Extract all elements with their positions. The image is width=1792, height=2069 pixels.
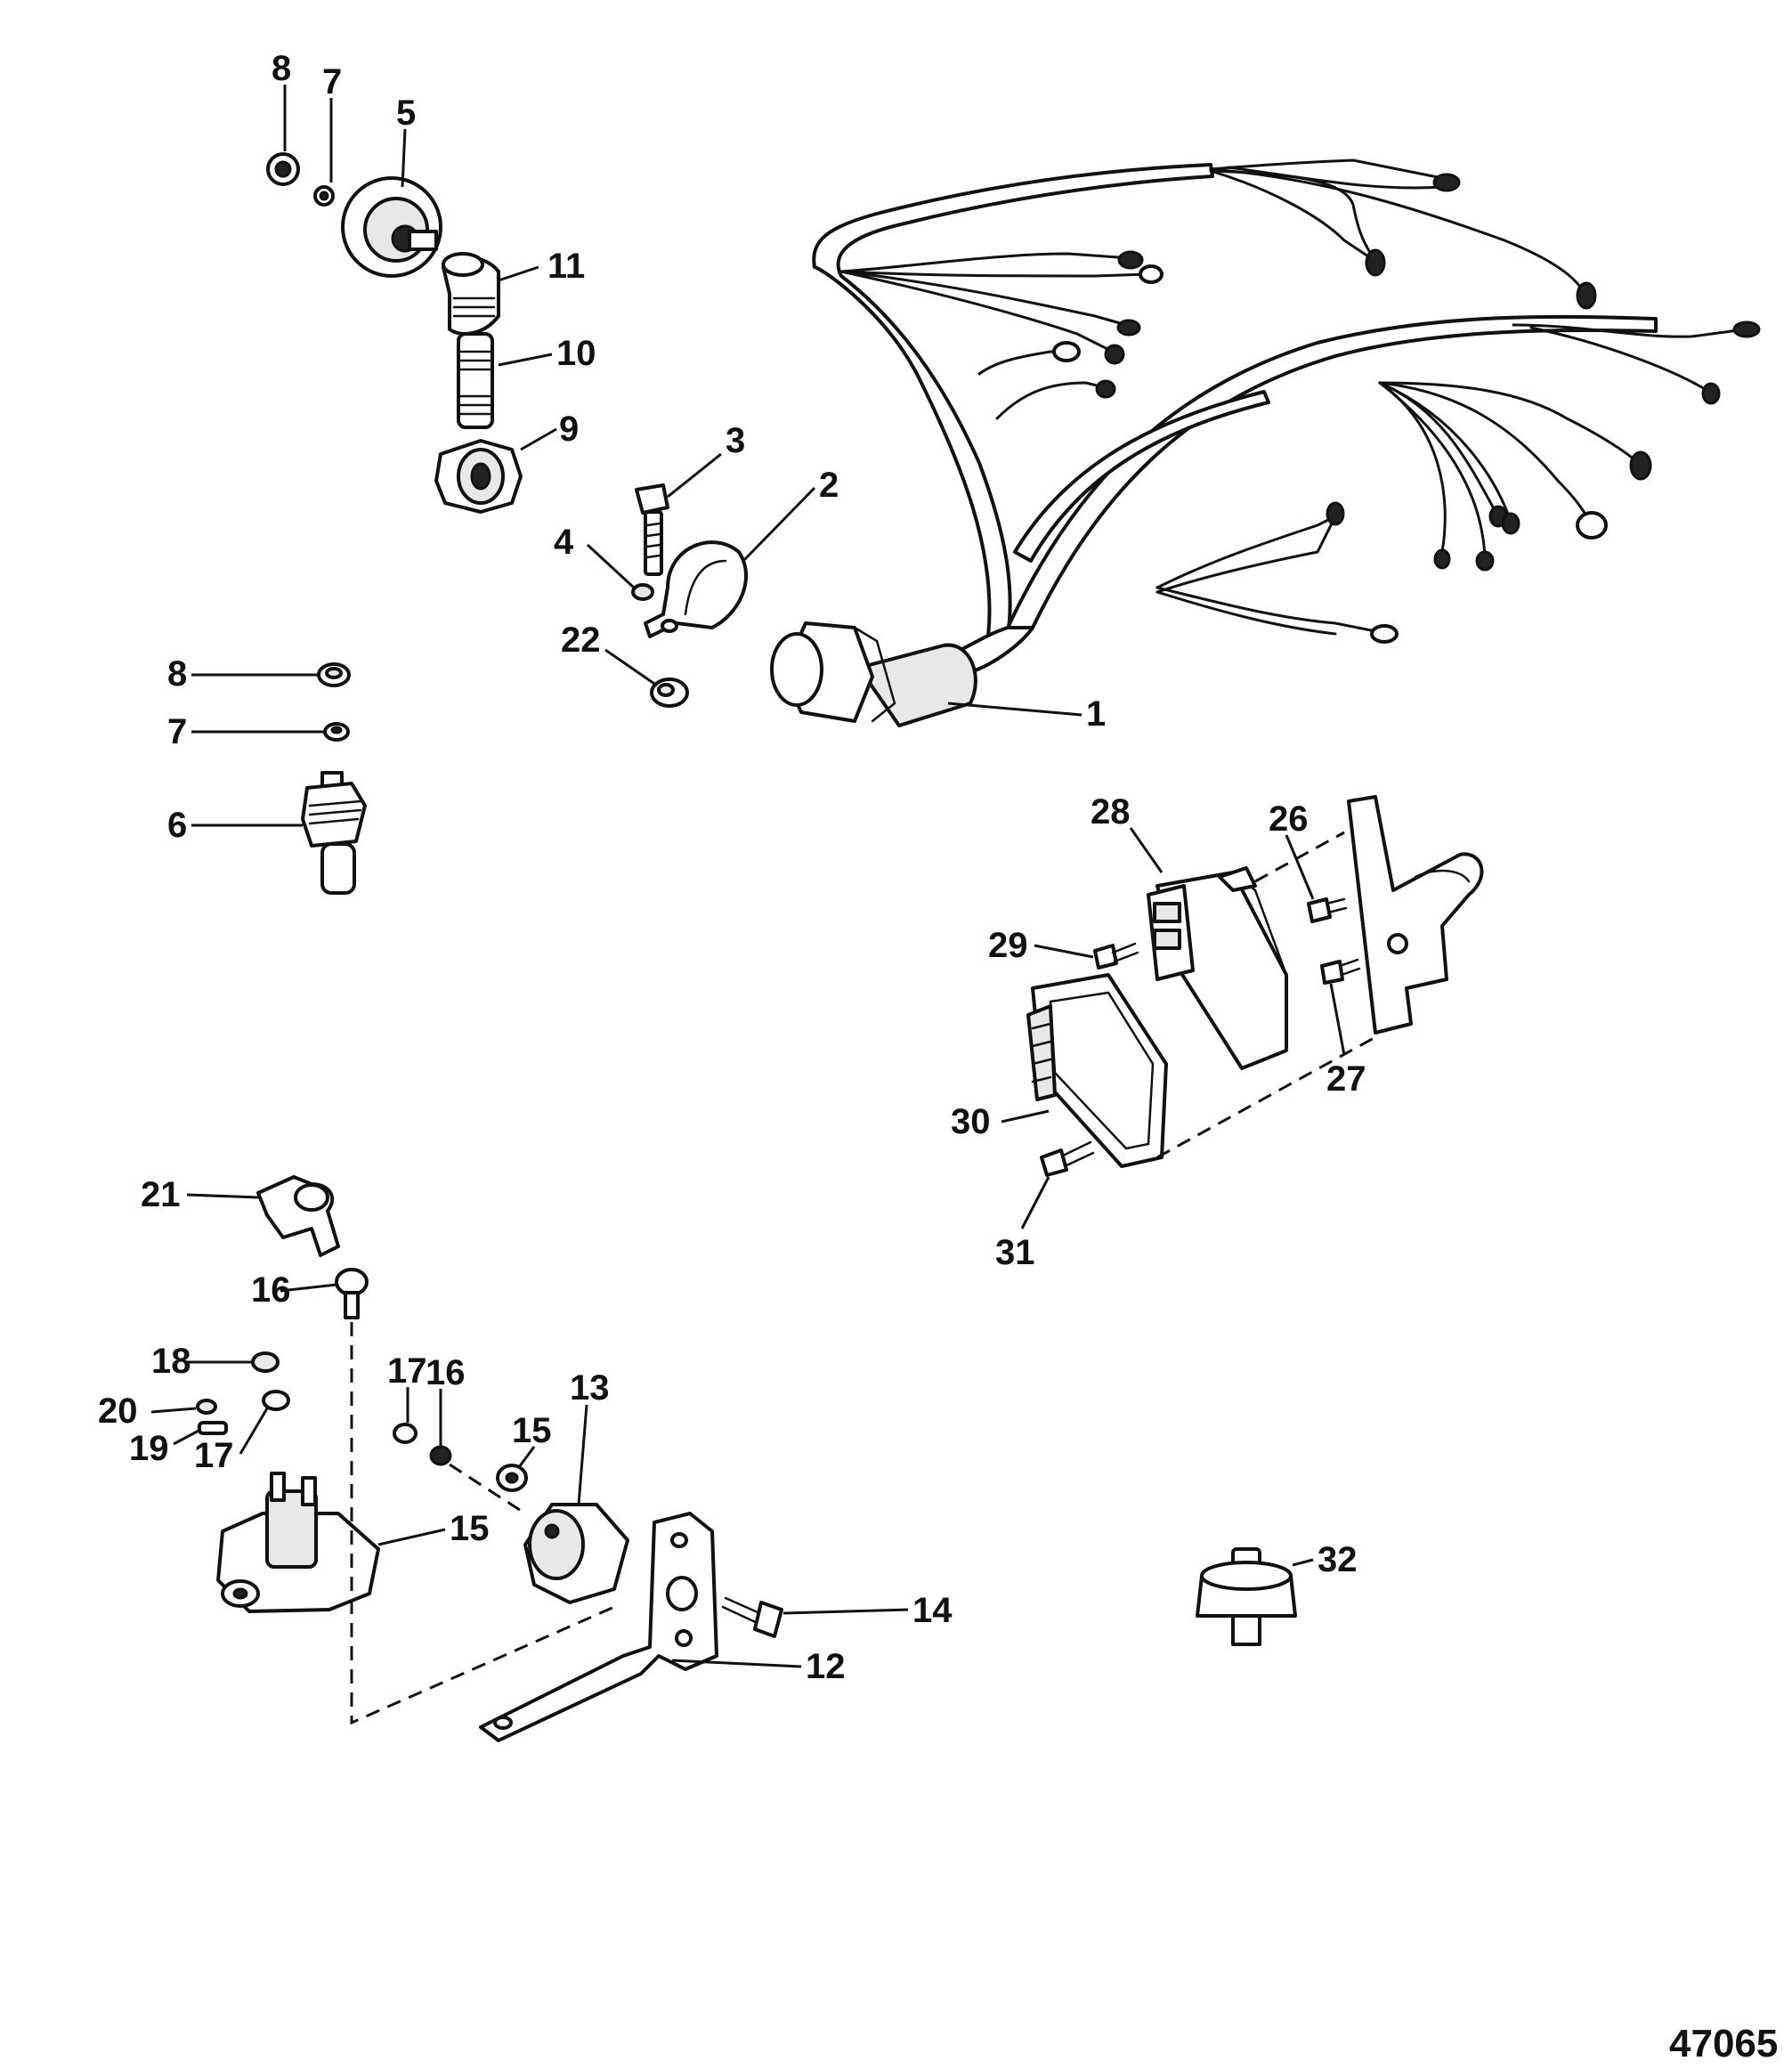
callout-6: 6: [167, 806, 187, 845]
screw-19: [198, 1421, 228, 1435]
nut-8a: [266, 152, 300, 186]
screw-14: [721, 1596, 783, 1638]
callout-32: 32: [1318, 1540, 1358, 1579]
washer-20: [196, 1399, 217, 1415]
callout-11: 11: [547, 247, 585, 286]
nut-15b: [496, 1464, 528, 1492]
callout-10: 10: [556, 334, 596, 373]
adapter-fitting: [434, 439, 523, 514]
callout-13: 13: [570, 1368, 610, 1408]
slave-solenoid: [216, 1472, 380, 1613]
callout-labels: 8 7 5 11 10 9 3 2 4 22 1 8 7 6 28 26 29 …: [98, 49, 1778, 2065]
callout-16: 16: [251, 1270, 291, 1310]
callout-28: 28: [1091, 792, 1131, 832]
callout-8: 8: [167, 654, 187, 694]
callout-22: 22: [561, 621, 601, 660]
oil-pressure-sender: [341, 176, 442, 278]
terminal-boot: [256, 1175, 340, 1257]
callout-21: 21: [141, 1175, 181, 1214]
nut-8b: [317, 662, 351, 687]
figure-number: 47065: [1669, 2022, 1778, 2065]
circuit-breaker: [523, 1503, 629, 1604]
callout-15: 15: [512, 1411, 552, 1450]
screw-27: [1320, 958, 1361, 985]
leader-lines: [150, 85, 1346, 1668]
callout-15: 15: [450, 1509, 490, 1548]
callout-26: 26: [1269, 799, 1309, 839]
callout-4: 4: [554, 523, 574, 562]
callout-5: 5: [396, 93, 416, 133]
lock-washer-7a: [313, 185, 335, 207]
callout-1: 1: [1086, 694, 1106, 734]
ignition-module: [1147, 866, 1288, 1070]
callout-16: 16: [426, 1353, 466, 1392]
callout-27: 27: [1326, 1059, 1366, 1099]
callout-17: 17: [387, 1351, 427, 1391]
nut-16b: [429, 1445, 452, 1466]
callout-12: 12: [806, 1647, 846, 1686]
callout-8: 8: [272, 49, 291, 88]
nut-22: [650, 677, 689, 708]
screw-29: [1093, 942, 1139, 970]
elbow-fitting: [442, 252, 500, 336]
nut-18: [251, 1351, 280, 1373]
callout-18: 18: [151, 1342, 191, 1381]
screw-26: [1307, 897, 1348, 923]
callout-19: 19: [129, 1429, 169, 1468]
callout-20: 20: [98, 1392, 138, 1431]
callout-31: 31: [995, 1233, 1035, 1272]
lock-washer-17b: [393, 1423, 418, 1444]
callout-17: 17: [194, 1436, 234, 1475]
wiring-harness: [770, 158, 1761, 727]
clamp-screw: [635, 483, 669, 576]
lock-washer-17a: [262, 1390, 290, 1411]
screw-16a: [335, 1268, 369, 1319]
mounting-bracket: [479, 1512, 718, 1742]
callout-9: 9: [559, 410, 579, 449]
screw-31: [1040, 1140, 1095, 1177]
knock-sensor: [1196, 1547, 1297, 1646]
callout-30: 30: [951, 1102, 991, 1141]
callout-29: 29: [988, 926, 1028, 965]
callout-2: 2: [819, 466, 839, 505]
pipe-nipple: [457, 332, 494, 429]
callout-7: 7: [167, 712, 187, 751]
lock-washer-7b: [323, 722, 350, 742]
control-module: [1026, 973, 1168, 1168]
temperature-sender: [301, 771, 367, 895]
callout-14: 14: [912, 1591, 953, 1630]
harness-clamp: [644, 540, 749, 638]
callout-3: 3: [726, 421, 745, 460]
mounting-plate-26: [1347, 795, 1484, 1034]
callout-7: 7: [322, 62, 342, 101]
lock-washer-4: [631, 583, 654, 601]
